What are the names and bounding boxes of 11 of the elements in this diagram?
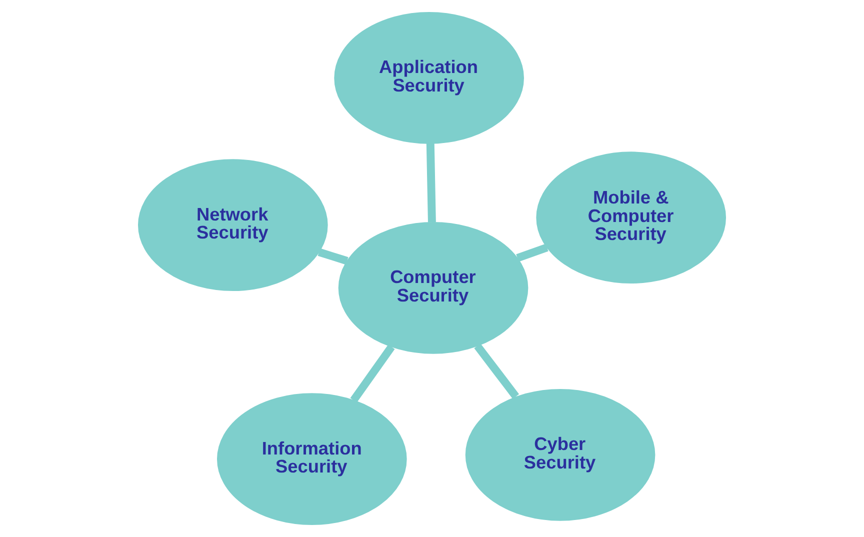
- node-ellipse: Computer Security: [338, 222, 528, 354]
- connector: [474, 343, 520, 399]
- connector: [318, 248, 348, 265]
- node-ellipse: Network Security: [138, 159, 328, 291]
- node-ellipse: Mobile & Computer Security: [536, 152, 726, 284]
- node-ellipse: Information Security: [216, 393, 407, 525]
- node-ellipse: Cyber Security: [465, 388, 656, 521]
- connector: [350, 344, 395, 403]
- connector: [516, 244, 548, 262]
- node-ellipse: Application Security: [334, 12, 524, 144]
- connector: [426, 143, 436, 222]
